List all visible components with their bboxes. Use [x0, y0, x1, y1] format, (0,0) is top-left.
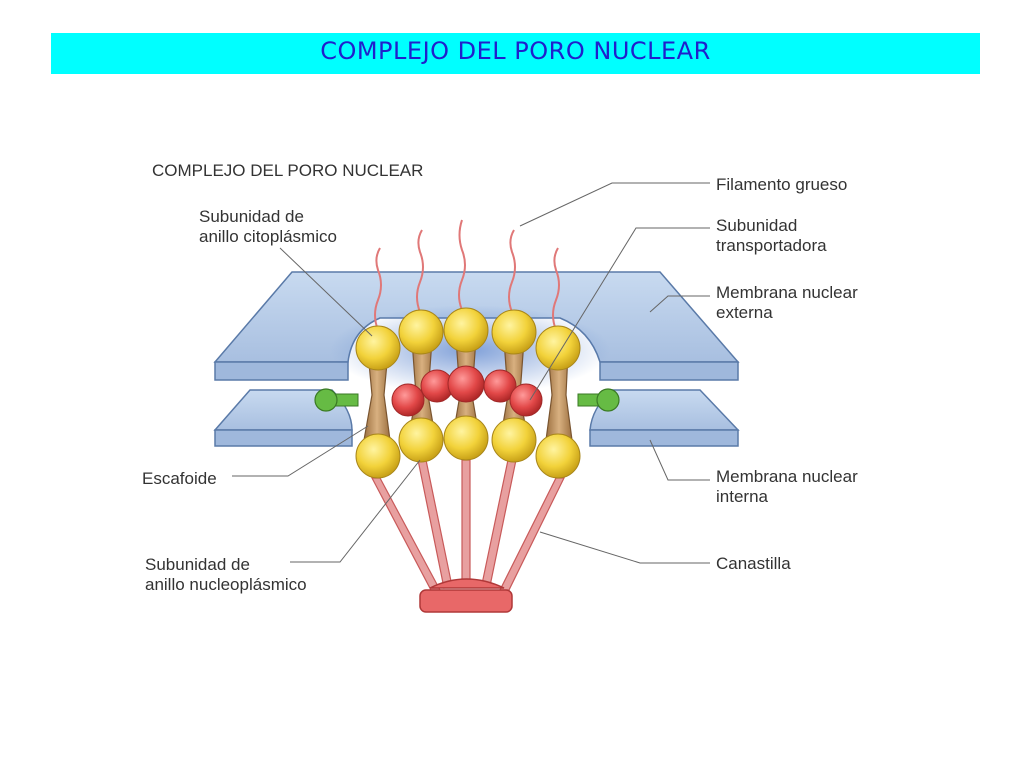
label-filamento-grueso: Filamento grueso	[716, 175, 847, 194]
label-subunidad-transportadora-line1: Subunidad	[716, 216, 797, 235]
basket-filaments	[371, 459, 565, 593]
title-banner: COMPLEJO DEL PORO NUCLEAR	[51, 33, 980, 74]
label-membrana-interna-line1: Membrana nuclear	[716, 467, 858, 486]
label-canastilla: Canastilla	[716, 554, 791, 573]
leader-lines	[232, 182, 710, 564]
label-subunidad-nucleoplasmico-line2: anillo nucleoplásmico	[145, 575, 307, 594]
label-membrana-externa-line2: externa	[716, 303, 773, 322]
escafoide	[314, 388, 620, 412]
label-escafoide: Escafoide	[142, 469, 217, 488]
nucleoplasmic-ring-subunits	[355, 415, 581, 479]
transporter-subunits	[391, 365, 543, 417]
banner-title: COMPLEJO DEL PORO NUCLEAR	[320, 37, 711, 65]
label-subunidad-transportadora-line2: transportadora	[716, 236, 827, 255]
label-membrana-externa-line1: Membrana nuclear	[716, 283, 858, 302]
basket-ring	[419, 578, 513, 613]
label-subunidad-nucleoplasmico-line1: Subunidad de	[145, 555, 250, 574]
label-subunidad-citoplasmico-line1: Subunidad de	[199, 207, 304, 226]
thick-filaments	[374, 219, 560, 331]
label-membrana-interna-line2: interna	[716, 487, 769, 506]
label-subunidad-citoplasmico-line2: anillo citoplásmico	[199, 227, 337, 246]
diagram-title: COMPLEJO DEL PORO NUCLEAR	[152, 161, 423, 180]
